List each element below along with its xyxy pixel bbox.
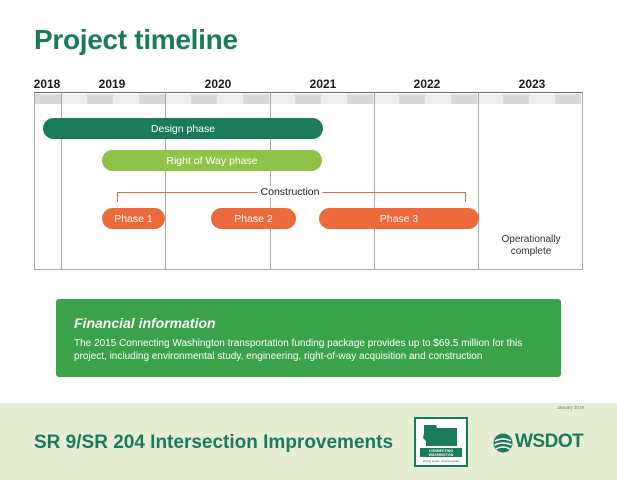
- connecting-washington-logo: CONNECTING WASHINGTON Moving people. Gro…: [414, 417, 468, 467]
- design-phase-bar: Design phase: [43, 118, 323, 139]
- grid-line-2020: [165, 92, 166, 270]
- timeline-grid: [34, 92, 583, 270]
- timeline-chart: 2018 2019 2020 2021 2022 2023 Design pha…: [33, 77, 583, 270]
- grid-line-2021: [270, 92, 271, 270]
- year-label-2023: 2023: [518, 77, 546, 91]
- phase-2-bar: Phase 2: [211, 208, 296, 229]
- year-label-2022: 2022: [413, 77, 441, 91]
- phase-3-label: Phase 3: [379, 212, 419, 225]
- design-phase-label: Design phase: [150, 122, 216, 135]
- year-label-2019: 2019: [98, 77, 126, 91]
- year-label-2021: 2021: [309, 77, 337, 91]
- construction-label: Construction: [257, 186, 323, 198]
- financial-heading: Financial information: [74, 315, 216, 331]
- publication-date: January 2019: [556, 405, 584, 410]
- phase-2-label: Phase 2: [234, 212, 273, 225]
- grid-line-2019: [61, 92, 62, 270]
- phase-1-bar: Phase 1: [102, 208, 165, 229]
- year-label-2018: 2018: [33, 77, 61, 91]
- page-title: Project timeline: [34, 24, 238, 55]
- year-label-2020: 2020: [204, 77, 232, 91]
- cw-logo-tagline: Moving people. Growing goods.: [423, 459, 460, 463]
- washington-state-icon: CONNECTING WASHINGTON Moving people. Gro…: [420, 425, 462, 463]
- cw-logo-line2: WASHINGTON: [429, 453, 454, 457]
- phase-3-bar: Phase 3: [319, 208, 479, 229]
- phase-1-label: Phase 1: [114, 212, 153, 225]
- operationally-complete-note: Operationally complete: [501, 234, 561, 257]
- grid-line-2023: [478, 92, 479, 270]
- project-title: SR 9/SR 204 Intersection Improvements: [34, 432, 394, 453]
- wsdot-wordmark: WSDOT: [515, 431, 584, 452]
- right-of-way-phase-label: Right of Way phase: [166, 154, 258, 167]
- financial-text: The 2015 Connecting Washington transport…: [74, 338, 523, 362]
- grid-line-2022: [374, 92, 375, 270]
- quarter-strip: [34, 94, 583, 104]
- wsdot-globe-icon: [493, 433, 513, 453]
- wsdot-logo: WSDOT: [493, 430, 585, 456]
- cw-logo-line1: CONNECTING: [429, 449, 453, 453]
- footer-band: January 2019 SR 9/SR 204 Intersection Im…: [0, 403, 617, 480]
- financial-information-panel: Financial information The 2015 Connectin…: [56, 299, 561, 377]
- right-of-way-phase-bar: Right of Way phase: [102, 150, 322, 171]
